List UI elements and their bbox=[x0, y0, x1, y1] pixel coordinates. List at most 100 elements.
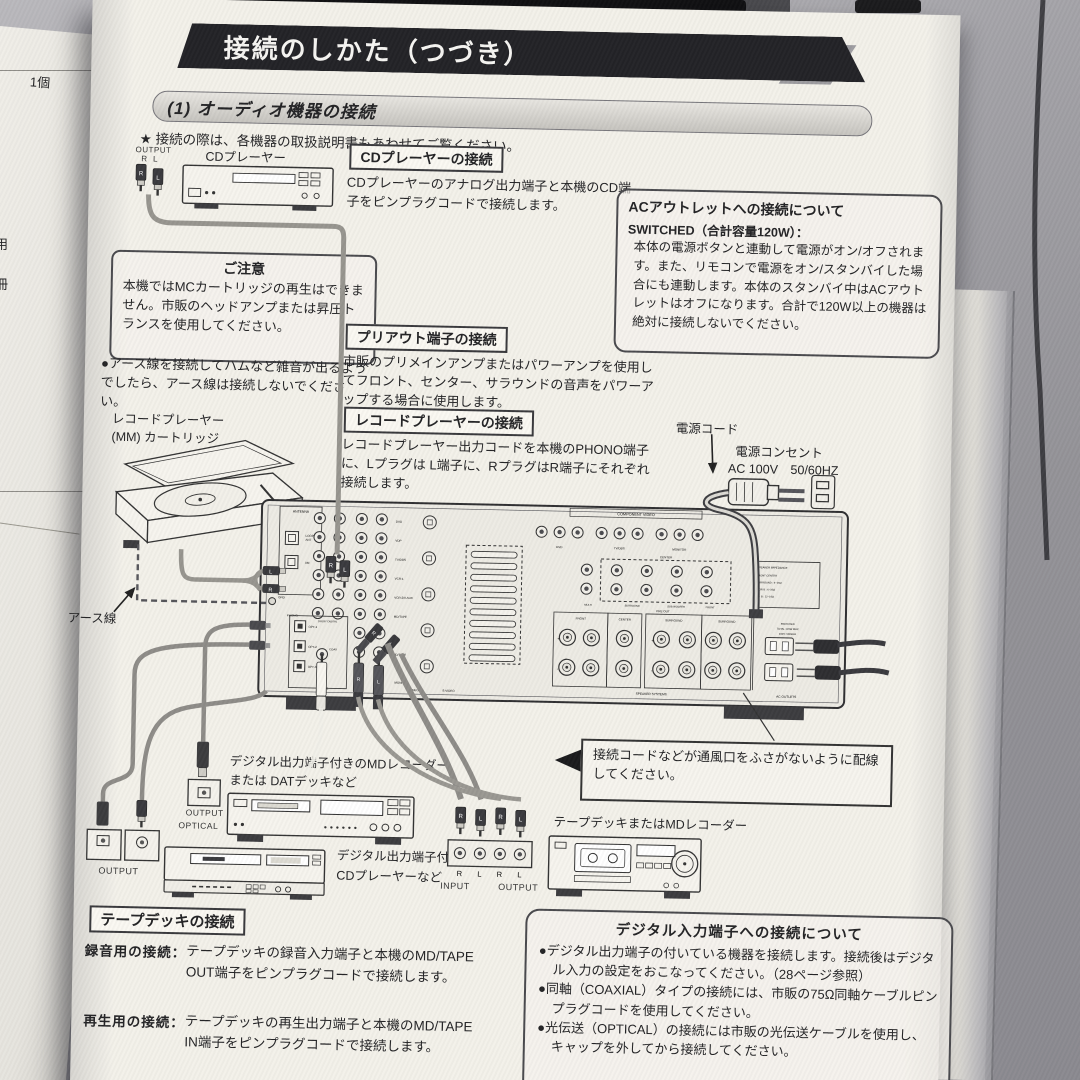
mdtape-diagonal-plugs: R L bbox=[356, 623, 400, 665]
ac-plug-cord-1 bbox=[836, 639, 886, 648]
plug-letter: L bbox=[377, 679, 380, 685]
plug-letter: L bbox=[269, 570, 272, 576]
switched-line: SWITCHED bbox=[781, 622, 795, 626]
md-optical-cable bbox=[200, 622, 250, 742]
row-label: DVD bbox=[396, 520, 403, 524]
plug-letter: L bbox=[519, 817, 523, 823]
comp-dvd-label: DVD bbox=[556, 545, 563, 549]
cd-cable-plugs: R L bbox=[324, 555, 352, 589]
jack-letter: R bbox=[497, 870, 503, 879]
digital-input-bullet-3: ●光伝送（OPTICAL）の接続には市販の光伝送ケーブルを使用し、キャップを外し… bbox=[537, 1019, 926, 1060]
receiver-rear-panel: ANTENNA LOOP ANT AM DVD VDP bbox=[249, 499, 849, 721]
cd-player-illustration bbox=[181, 164, 334, 211]
row-label: TV/DBS bbox=[395, 558, 406, 562]
speaker-group-label: SURROUND bbox=[718, 619, 736, 623]
opt2-label: OPT-2 bbox=[308, 645, 317, 649]
preout-section: CENTER MULTI SURROUND SUB WOOFER FRONT P… bbox=[580, 555, 732, 613]
svideo-label: S-VIDEO bbox=[442, 689, 455, 693]
speaker-terminals: FRONT CENTER SURROUND SURROUND +- +- SPE… bbox=[551, 611, 753, 697]
cord-anchor bbox=[748, 609, 764, 619]
manual-page: 接続のしかた（つづき） (1) オーディオ機器の接続 ★ 接続の際は、各機器の取… bbox=[68, 0, 961, 1080]
stray-cable bbox=[302, 708, 324, 776]
left-page-fragment: 冊 bbox=[0, 277, 9, 292]
tape-cable-2 bbox=[398, 652, 484, 801]
impedance-line: A OR B : 6~16Ω bbox=[756, 587, 775, 591]
monitor-label: MONITOR bbox=[394, 681, 409, 685]
left-page-count: 1個 bbox=[29, 74, 51, 91]
coax-label: COAX bbox=[329, 647, 337, 651]
antenna-section: ANTENNA LOOP ANT AM bbox=[277, 505, 323, 596]
vent-slots bbox=[463, 544, 523, 665]
opt1-label: OPT-1 bbox=[309, 625, 318, 629]
ac-plug bbox=[813, 639, 840, 654]
power-cord-inner bbox=[705, 491, 758, 612]
plug-letter: R bbox=[357, 677, 361, 683]
turntable-cable bbox=[178, 549, 263, 583]
vent-note-box: 接続コードなどが通風口をふさがないように配線してください。 bbox=[580, 738, 894, 808]
row-label: VCR-2/V.AUX bbox=[394, 596, 413, 600]
comp-monitor-label: MONITOR bbox=[672, 547, 687, 551]
woofer-label: SUB WOOFER bbox=[667, 604, 685, 608]
speaker-systems-label: SPEAKER SYSTEMS bbox=[636, 692, 667, 697]
switched-line: TOTAL 120W MAX bbox=[777, 627, 799, 631]
panel-foot bbox=[723, 705, 805, 721]
gnd-screw bbox=[268, 597, 277, 606]
turntable-cable-branch bbox=[242, 578, 263, 592]
plug-letter: L bbox=[156, 176, 160, 182]
am-label: AM bbox=[305, 561, 310, 565]
svg-text:+: + bbox=[651, 638, 654, 643]
tape-jack-strip: R L R L R L R L bbox=[446, 805, 533, 879]
row-label: VDP bbox=[395, 539, 401, 543]
svg-text:+: + bbox=[557, 636, 560, 641]
plug-letter: R bbox=[370, 630, 377, 637]
plug-letter: R bbox=[268, 588, 272, 594]
plug-letter: R bbox=[458, 814, 463, 820]
vent-note-text: 接続コードなどが通風口をふさがないように配線してください。 bbox=[592, 746, 879, 783]
loop-label: LOOP bbox=[305, 534, 313, 538]
component-label: COMPONENT VIDEO bbox=[617, 512, 655, 517]
digital-section: OPT-1 OPT-2 OPT-3 DOLBY DIGITAL COAX bbox=[287, 615, 349, 690]
row-label: VCR-1 bbox=[395, 577, 404, 581]
power-cord-arrow bbox=[707, 434, 718, 474]
plug-letter: L bbox=[479, 816, 483, 822]
tape-plugs: R L R L bbox=[454, 805, 527, 839]
cd2-coax-cable bbox=[139, 689, 268, 801]
cable-layer: R L R L bbox=[86, 162, 890, 862]
ac-plug bbox=[814, 665, 841, 680]
ground-wire bbox=[135, 544, 267, 605]
plug-letter: L bbox=[343, 568, 347, 574]
power-cord bbox=[703, 489, 760, 612]
background-cable bbox=[1032, 0, 1050, 561]
digital-input-box: デジタル入力端子への接続について ●デジタル出力端子の付いている機器を接続します… bbox=[521, 908, 954, 1080]
speaker-group-label: SURROUND bbox=[665, 618, 683, 622]
plug-letter: R bbox=[498, 815, 503, 821]
jack-letter: R bbox=[457, 869, 463, 878]
ground-arrow bbox=[113, 587, 136, 613]
coax-plug bbox=[315, 654, 328, 711]
ac-outlets-section: SWITCHED TOTAL 120W MAX 100V~50/60Hz AC … bbox=[751, 616, 841, 699]
opt3-label: OPT-3 bbox=[308, 665, 317, 669]
gnd-label: GND bbox=[278, 595, 286, 599]
cd2-optical-cable bbox=[100, 642, 250, 802]
left-page-rule bbox=[0, 518, 80, 535]
vent-note-connector bbox=[742, 692, 775, 741]
power-plug-icon bbox=[727, 478, 805, 507]
surround-label: SURROUND bbox=[625, 603, 640, 607]
multi-label: MULTI bbox=[584, 603, 592, 607]
component-video-section: COMPONENT VIDEO DVD TV/DBS MONITOR bbox=[535, 507, 704, 552]
jack-letter: L bbox=[477, 869, 481, 878]
background-object bbox=[855, 0, 921, 13]
center-label: CENTER bbox=[660, 555, 673, 559]
plug-letter: R bbox=[139, 171, 144, 177]
jack-letter: L bbox=[517, 870, 521, 879]
cd-cable bbox=[146, 194, 347, 555]
optical-edge-plugs bbox=[249, 620, 271, 650]
left-page-fragment: 用 bbox=[0, 237, 9, 252]
cd2-optical-plug-icon bbox=[86, 801, 122, 861]
speaker-group-label: CENTER bbox=[619, 617, 632, 621]
ac-outlets-label: AC OUTLETS bbox=[776, 695, 796, 699]
front-label: FRONT bbox=[706, 605, 715, 609]
row-label: MD/TAPE bbox=[394, 615, 407, 619]
antenna-label: ANTENNA bbox=[293, 510, 310, 514]
